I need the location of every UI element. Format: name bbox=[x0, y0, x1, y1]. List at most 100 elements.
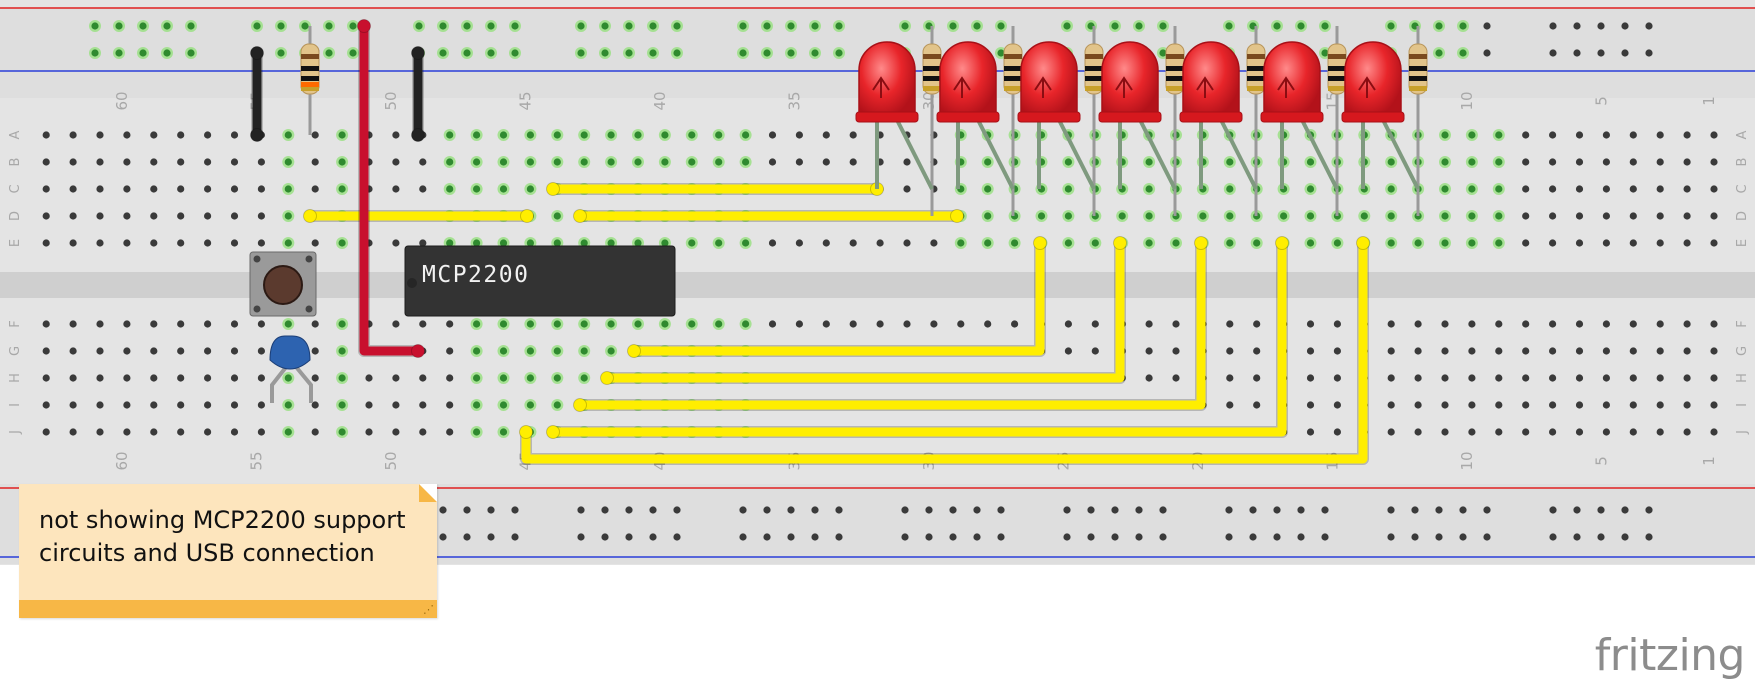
note-sticky[interactable]: not showing MCP2200 support circuits and… bbox=[19, 484, 437, 618]
rail-hole bbox=[463, 533, 471, 541]
breadboard-hole bbox=[849, 320, 857, 328]
wire-yellow-h bbox=[602, 238, 1125, 383]
breadboard-hole bbox=[177, 212, 185, 220]
row-letter: D bbox=[1735, 211, 1750, 221]
breadboard-hole bbox=[1441, 428, 1449, 436]
breadboard-hole bbox=[311, 158, 319, 166]
breadboard-hole bbox=[96, 212, 104, 220]
breadboard-hole bbox=[553, 320, 561, 328]
column-number: 5 bbox=[1592, 456, 1610, 466]
breadboard-hole bbox=[338, 401, 346, 409]
breadboard-hole bbox=[957, 239, 965, 247]
breadboard-hole bbox=[1710, 347, 1718, 355]
rail-hole bbox=[1087, 506, 1095, 514]
breadboard-hole bbox=[1253, 374, 1261, 382]
breadboard-hole bbox=[177, 185, 185, 193]
breadboard-hole bbox=[69, 347, 77, 355]
rail-hole bbox=[1087, 533, 1095, 541]
rail-hole bbox=[601, 533, 609, 541]
breadboard-hole bbox=[204, 428, 212, 436]
resize-grip-icon[interactable]: ⋰ bbox=[423, 603, 434, 616]
rail-hole bbox=[1597, 506, 1605, 514]
row-letter: E bbox=[1735, 239, 1750, 247]
breadboard-hole bbox=[715, 131, 723, 139]
rail-hole bbox=[1063, 22, 1071, 30]
breadboard-hole bbox=[1306, 239, 1315, 247]
rail-hole bbox=[1321, 49, 1329, 57]
breadboard-hole bbox=[69, 428, 77, 436]
breadboard-hole bbox=[1468, 374, 1476, 382]
breadboard-hole bbox=[230, 428, 239, 436]
rail-hole bbox=[187, 49, 195, 57]
wires bbox=[250, 19, 1370, 465]
breadboard-hole bbox=[1575, 428, 1584, 436]
mcp2200-chip[interactable]: MCP2200 bbox=[404, 245, 676, 317]
breadboard-hole bbox=[1333, 320, 1341, 328]
led-anvil bbox=[1196, 76, 1214, 98]
breadboard-hole bbox=[1656, 131, 1664, 139]
breadboard-hole bbox=[1575, 374, 1584, 382]
led-resistor-band bbox=[1004, 76, 1022, 81]
breadboard-hole bbox=[1656, 320, 1664, 328]
rail-hole bbox=[649, 506, 657, 514]
led-resistor-band bbox=[1085, 86, 1103, 91]
breadboard-hole bbox=[42, 185, 50, 193]
rail-hole bbox=[997, 506, 1005, 514]
breadboard-hole bbox=[661, 320, 669, 328]
rail-hole bbox=[1387, 22, 1395, 30]
breadboard-hole bbox=[930, 320, 938, 328]
rail-hole bbox=[925, 506, 933, 514]
breadboard-hole bbox=[419, 320, 427, 328]
breadboard-hole bbox=[338, 347, 346, 355]
breadboard-hole bbox=[123, 374, 131, 382]
breadboard-hole bbox=[1468, 401, 1476, 409]
rail-hole bbox=[1597, 49, 1605, 57]
breadboard-hole bbox=[957, 320, 965, 328]
rail-hole bbox=[1135, 533, 1143, 541]
breadboard-hole bbox=[1495, 131, 1503, 139]
breadboard-hole bbox=[338, 131, 346, 139]
led-rim bbox=[855, 111, 919, 123]
rail-hole bbox=[1459, 533, 1467, 541]
led-resistor-band bbox=[1247, 54, 1265, 59]
breadboard-hole bbox=[446, 374, 454, 382]
breadboard-hole bbox=[123, 347, 131, 355]
breadboard-hole bbox=[1333, 239, 1341, 247]
wire-red-end bbox=[357, 19, 371, 33]
capacitor-leads bbox=[270, 360, 313, 403]
breadboard-hole bbox=[230, 239, 239, 247]
rail-hole bbox=[1549, 533, 1557, 541]
rail-hole bbox=[997, 533, 1005, 541]
breadboard-hole bbox=[204, 158, 212, 166]
rail-hole bbox=[1645, 22, 1653, 30]
breadboard-hole bbox=[96, 347, 104, 355]
rail-hole bbox=[1135, 506, 1143, 514]
breadboard-hole bbox=[284, 158, 292, 166]
breadboard-hole bbox=[1226, 185, 1234, 193]
breadboard-hole bbox=[553, 401, 561, 409]
row-letter: B bbox=[1735, 158, 1750, 167]
breadboard-hole bbox=[1549, 401, 1557, 409]
breadboard-hole bbox=[768, 320, 777, 328]
breadboard-hole bbox=[69, 320, 77, 328]
led-resistor-band bbox=[923, 66, 941, 71]
column-number: 45 bbox=[516, 91, 534, 110]
breadboard-hole bbox=[499, 158, 508, 166]
breadboard-hole bbox=[1602, 239, 1610, 247]
breadboard-hole bbox=[1306, 185, 1315, 193]
breadboard-hole bbox=[1306, 401, 1315, 409]
wire-yellow-g-end bbox=[1033, 236, 1047, 250]
led-resistor-band bbox=[1085, 66, 1103, 71]
breadboard-hole bbox=[1656, 185, 1664, 193]
breadboard-hole bbox=[795, 239, 804, 247]
rail-hole bbox=[763, 49, 771, 57]
breadboard-hole bbox=[42, 131, 50, 139]
breadboard-hole bbox=[1549, 347, 1557, 355]
note-fold bbox=[419, 484, 437, 502]
pushbutton-pin bbox=[253, 305, 261, 313]
breadboard-hole bbox=[1226, 401, 1234, 409]
rail-hole bbox=[1135, 22, 1143, 30]
rail-hole bbox=[1621, 49, 1629, 57]
breadboard-hole bbox=[1629, 212, 1637, 220]
rail-hole bbox=[1273, 533, 1281, 541]
